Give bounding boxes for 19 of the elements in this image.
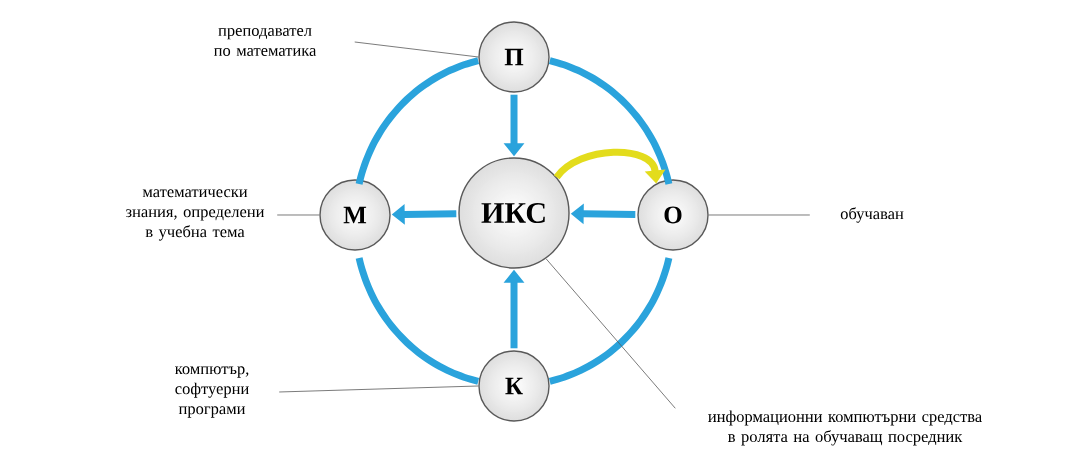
circle-node: П — [478, 21, 550, 93]
circle-node: М — [319, 179, 391, 251]
ring-arc — [548, 57, 673, 185]
annotation-text: математически знания, определени в учебна тема — [126, 189, 265, 241]
leader-line — [545, 258, 676, 409]
leader-line — [278, 385, 479, 393]
annotation-text: преподавател по математика — [213, 28, 317, 56]
annotation-text: информационни компютърни средства в ролята на обучаващ посредник — [708, 410, 982, 446]
ring-arc — [355, 257, 480, 385]
circle-node: О — [637, 179, 709, 251]
ring-arc — [548, 257, 673, 385]
circle-node: К — [478, 350, 550, 422]
annotation-text: обучаван — [840, 207, 904, 223]
leader-line — [276, 214, 320, 216]
annotation-text: компютър, софтуерни програми — [175, 366, 249, 418]
leader-line — [708, 214, 811, 216]
ring-arc — [355, 57, 480, 185]
leader-line — [354, 41, 479, 58]
circle-node: ИКС — [458, 157, 570, 269]
